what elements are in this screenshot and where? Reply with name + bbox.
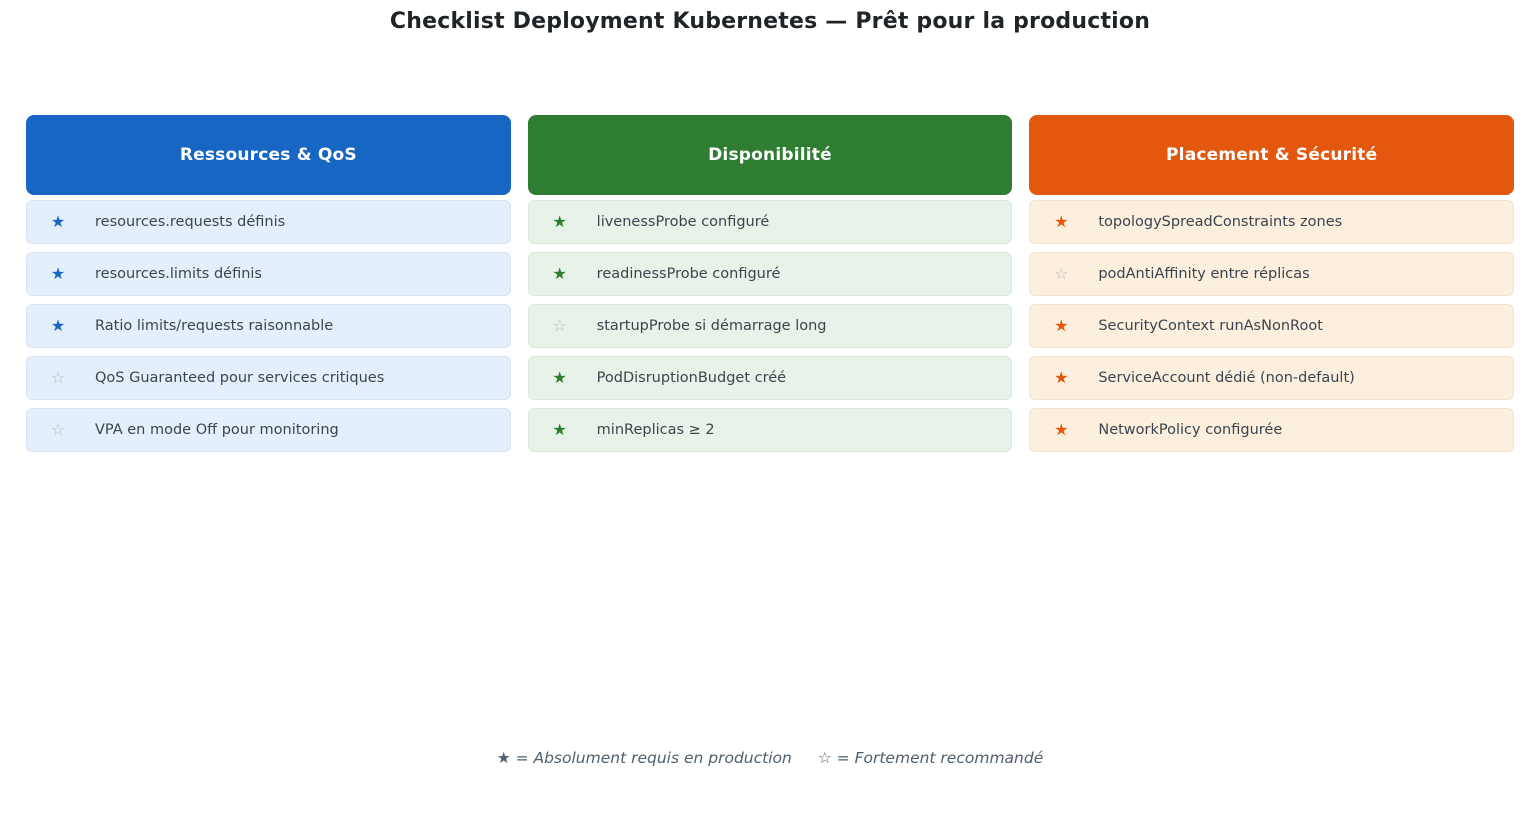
column-header-placement-securite: Placement & Sécurité [1029, 115, 1515, 195]
checklist-item: ★ minReplicas ≥ 2 [527, 408, 1013, 452]
checklist-item-label: readinessProbe configuré [596, 266, 781, 282]
star-icon: ★ [552, 368, 567, 387]
checklist-item-label: resources.limits définis [95, 266, 262, 282]
checklist-item-label: VPA en mode Off pour monitoring [95, 422, 339, 438]
star-icon: ☆ [1054, 264, 1069, 283]
star-icon: ★ [50, 316, 66, 335]
checklist-item-label: resources.requests définis [95, 214, 286, 230]
legend-required: ★ = Absolument requis en production [497, 749, 792, 767]
checklist-item-label: NetworkPolicy configurée [1098, 422, 1283, 438]
checklist-item: ☆ podAntiAffinity entre réplicas [1029, 252, 1515, 296]
legend-recommended: ☆ = Fortement recommandé [818, 749, 1043, 767]
checklist-item-label: SecurityContext runAsNonRoot [1098, 318, 1323, 334]
column-header-disponibilite: Disponibilité [527, 115, 1013, 195]
star-icon: ★ [1054, 212, 1069, 231]
checklist-item-label: startupProbe si démarrage long [596, 318, 827, 334]
checklist-item: ★ PodDisruptionBudget créé [527, 356, 1013, 400]
checklist-columns: Ressources & QoS ★ resources.requests dé… [26, 115, 1515, 452]
column-title: Placement & Sécurité [1166, 145, 1378, 165]
checklist-item-label: podAntiAffinity entre réplicas [1098, 266, 1310, 282]
column-header-resources-qos: Ressources & QoS [26, 115, 511, 195]
checklist-item: ★ resources.requests définis [26, 200, 511, 244]
legend: ★ = Absolument requis en production ☆ = F… [0, 749, 1540, 767]
column-disponibilite: Disponibilité ★ livenessProbe configuré … [527, 115, 1013, 452]
checklist-item-label: Ratio limits/requests raisonnable [95, 318, 334, 334]
star-icon: ★ [50, 212, 66, 231]
legend-required-text: = Absolument requis en production [515, 749, 792, 767]
checklist-item: ☆ QoS Guaranteed pour services critiques [26, 356, 511, 400]
column-title: Ressources & QoS [179, 145, 357, 165]
checklist-item: ★ NetworkPolicy configurée [1029, 408, 1515, 452]
checklist-item: ★ SecurityContext runAsNonRoot [1029, 304, 1515, 348]
checklist-item-label: topologySpreadConstraints zones [1098, 214, 1343, 230]
column-placement-securite: Placement & Sécurité ★ topologySpreadCon… [1029, 115, 1515, 452]
checklist-item: ★ Ratio limits/requests raisonnable [26, 304, 511, 348]
legend-recommended-text: = Fortement recommandé [836, 749, 1044, 767]
outline-star-icon: ☆ [817, 749, 832, 767]
star-icon: ☆ [552, 316, 567, 335]
star-icon: ★ [552, 264, 567, 283]
star-icon: ★ [50, 264, 66, 283]
checklist-item-label: QoS Guaranteed pour services critiques [95, 370, 385, 386]
column-resources-qos-items: ★ resources.requests définis ★ resources… [26, 200, 511, 452]
star-icon: ★ [1054, 316, 1069, 335]
star-icon: ★ [552, 212, 567, 231]
page-title: Checklist Deployment Kubernetes — Prêt p… [389, 9, 1151, 34]
star-icon: ☆ [50, 420, 66, 439]
checklist-item: ★ resources.limits définis [26, 252, 511, 296]
checklist-item-label: livenessProbe configuré [596, 214, 770, 230]
column-disponibilite-items: ★ livenessProbe configuré ★ readinessPro… [527, 200, 1013, 452]
checklist-item-label: PodDisruptionBudget créé [596, 370, 787, 386]
column-title: Disponibilité [708, 145, 832, 165]
column-resources-qos: Ressources & QoS ★ resources.requests dé… [26, 115, 511, 452]
checklist-item: ★ readinessProbe configuré [527, 252, 1013, 296]
star-icon: ☆ [50, 368, 66, 387]
checklist-item: ☆ VPA en mode Off pour monitoring [26, 408, 511, 452]
checklist-item: ☆ startupProbe si démarrage long [527, 304, 1013, 348]
star-icon: ★ [1054, 420, 1069, 439]
checklist-item-label: ServiceAccount dédié (non-default) [1098, 370, 1355, 386]
column-placement-securite-items: ★ topologySpreadConstraints zones ☆ podA… [1029, 200, 1515, 452]
checklist-item-label: minReplicas ≥ 2 [596, 422, 715, 438]
checklist-item: ★ ServiceAccount dédié (non-default) [1029, 356, 1515, 400]
star-icon: ★ [1054, 368, 1069, 387]
star-icon: ★ [552, 420, 567, 439]
checklist-item: ★ livenessProbe configuré [527, 200, 1013, 244]
filled-star-icon: ★ [496, 749, 511, 767]
checklist-item: ★ topologySpreadConstraints zones [1029, 200, 1515, 244]
